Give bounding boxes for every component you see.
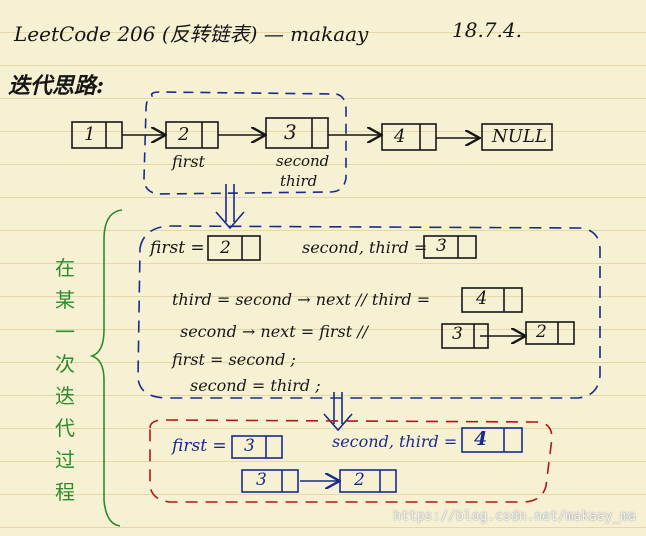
red-second-third-value: 4 bbox=[474, 428, 488, 450]
third-pointer-label: third bbox=[280, 172, 318, 190]
side-note-char: 在 bbox=[55, 256, 75, 280]
node-value-3: 3 bbox=[284, 120, 297, 144]
blue-first-value: 2 bbox=[220, 238, 231, 258]
blue-second-third-label: second, third = bbox=[302, 238, 428, 257]
red-first-label: first = bbox=[172, 436, 227, 456]
side-note: 在 某 一 次 迭 代 过 程 bbox=[48, 252, 82, 508]
green-brace bbox=[89, 209, 123, 527]
side-note-char: 次 bbox=[55, 352, 75, 376]
page-date: 18.7.4. bbox=[452, 18, 522, 42]
blue-block-boxes bbox=[207, 235, 575, 349]
side-note-char: 代 bbox=[55, 416, 75, 440]
node-value-1: 1 bbox=[84, 124, 96, 145]
page-title: LeetCode 206 (反转链表) — makaay bbox=[14, 22, 369, 46]
node-box-4 bbox=[381, 123, 437, 151]
blue-line-1: third = second → next // third = bbox=[172, 290, 431, 309]
blue-second-third-value: 3 bbox=[436, 236, 447, 256]
down-arrow-1 bbox=[215, 184, 245, 230]
first-pointer-label: first bbox=[172, 152, 205, 171]
side-note-char: 一 bbox=[55, 320, 75, 344]
red-second-third-label: second, third = bbox=[332, 432, 458, 451]
blue-line-4: second = third ; bbox=[190, 376, 321, 395]
null-label: NULL bbox=[492, 126, 547, 147]
node-box-3 bbox=[265, 117, 329, 149]
red-dashed-outline bbox=[149, 419, 553, 503]
top-linked-list bbox=[71, 117, 553, 151]
red-chain-to: 2 bbox=[354, 470, 365, 490]
section-title: 迭代思路: bbox=[8, 73, 105, 99]
blue-line-3: first = second ; bbox=[172, 350, 296, 369]
side-note-char: 某 bbox=[55, 288, 75, 312]
blue-line-2: second → next = first // bbox=[180, 322, 369, 341]
red-first-value: 3 bbox=[244, 436, 255, 456]
blue-dashed-outline-middle bbox=[137, 225, 601, 399]
side-note-char: 程 bbox=[55, 480, 75, 504]
watermark: https://blog.csdn.net/makaay_ma bbox=[393, 509, 636, 524]
red-block-boxes bbox=[231, 427, 523, 493]
blue-line-1-value: 4 bbox=[476, 288, 488, 309]
side-note-char: 过 bbox=[55, 448, 75, 472]
blue-line-2-from: 3 bbox=[452, 324, 463, 344]
null-box bbox=[481, 123, 553, 151]
node-value-4: 4 bbox=[394, 126, 406, 147]
node-box-2 bbox=[165, 121, 219, 149]
red-chain-from: 3 bbox=[256, 470, 267, 490]
second-pointer-label: second bbox=[276, 152, 330, 170]
down-arrow-2 bbox=[323, 392, 353, 432]
side-note-char: 迭 bbox=[55, 384, 75, 408]
blue-line-2-to: 2 bbox=[536, 322, 547, 342]
node-value-2: 2 bbox=[178, 124, 190, 145]
node-box-1 bbox=[71, 121, 123, 149]
blue-first-label: first = bbox=[150, 238, 205, 258]
blue-dashed-outline-top bbox=[143, 91, 347, 195]
